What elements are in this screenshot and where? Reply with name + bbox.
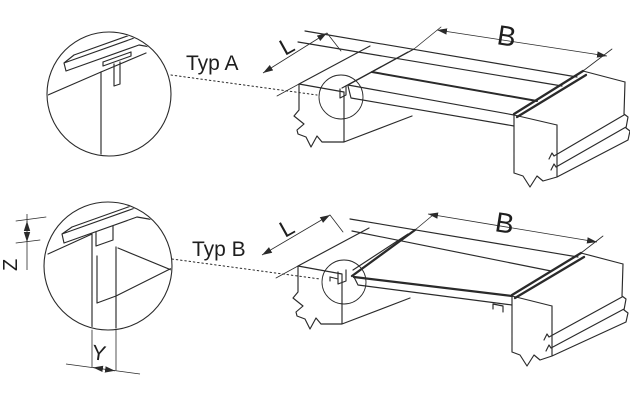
typ-a-left-support-extension [276,83,300,97]
typ-b-edge-angle-clip [492,303,504,313]
typ-a-slab [347,48,515,127]
dimension-z: Z [0,214,47,271]
typ-b-slab-front-edge [352,275,514,298]
typ-b-joint-notch [329,269,347,285]
typ-b-l-extension-tick [329,214,344,233]
typ-a-left-support [293,45,413,148]
detail-circle-typ-b: Typ B Z Y [0,201,246,375]
typ-a-joint-notch [339,85,347,99]
assembly-typ-b: B L [171,206,629,367]
typ-b-detail-support-rebate [47,233,171,329]
typ-b-slab-joint-edge [350,228,417,278]
typ-a-leader-line [170,74,318,96]
dimension-y: Y [65,329,141,375]
typ-b-detail-plate-lip [95,225,114,247]
typ-a-slab-joint-groove [371,71,538,102]
dim-label-l-top: L [275,31,299,60]
typ-a-slab-edge-band [512,69,588,119]
typ-b-b-dimension-line [427,212,598,244]
dim-label-y: Y [90,341,107,366]
typ-b-slab-edge-band [510,251,586,300]
typ-a-l-extension-tick [326,32,342,52]
dim-label-z: Z [0,259,22,271]
assembly-typ-a: B L [170,19,630,188]
typ-a-detail-t-profile [102,51,132,87]
typ-b-detail-circle [43,201,173,331]
typ-b-left-deck [349,218,579,272]
detail-circle-typ-a: Typ A [46,31,239,157]
typ-b-left-support-extension [275,265,299,279]
label-typ-b: Typ B [192,238,246,261]
dim-label-b-bottom: B [493,206,516,240]
y-arrow-left [92,365,104,373]
typ-a-detail-circle [46,31,172,157]
label-typ-a: Typ A [186,52,239,75]
y-arrow-right [104,366,116,373]
dim-label-b-top: B [495,19,518,53]
typ-b-slab [353,276,513,306]
typ-a-right-support [513,70,630,188]
typ-b-l-dimension-line [261,214,331,256]
typ-b-right-support [511,252,629,367]
typ-b-left-support [292,227,411,330]
dim-label-l-bottom: L [275,213,299,242]
typ-b-detail-upper-plate [61,203,171,244]
typ-a-detail-marker-circle [318,74,364,120]
typ-a-left-deck [297,30,578,89]
typ-b-leader-line [171,258,321,280]
typ-b-detail-marker-circle [321,259,367,305]
typ-a-detail-support-corner [48,52,147,155]
typ-a-b-extension-lines [413,26,613,72]
z-extension-ticks [15,216,47,244]
y-extension-lines [91,329,117,371]
typ-a-b-dimension-line [436,28,608,58]
typ-a-l-dimension-line [262,32,328,74]
